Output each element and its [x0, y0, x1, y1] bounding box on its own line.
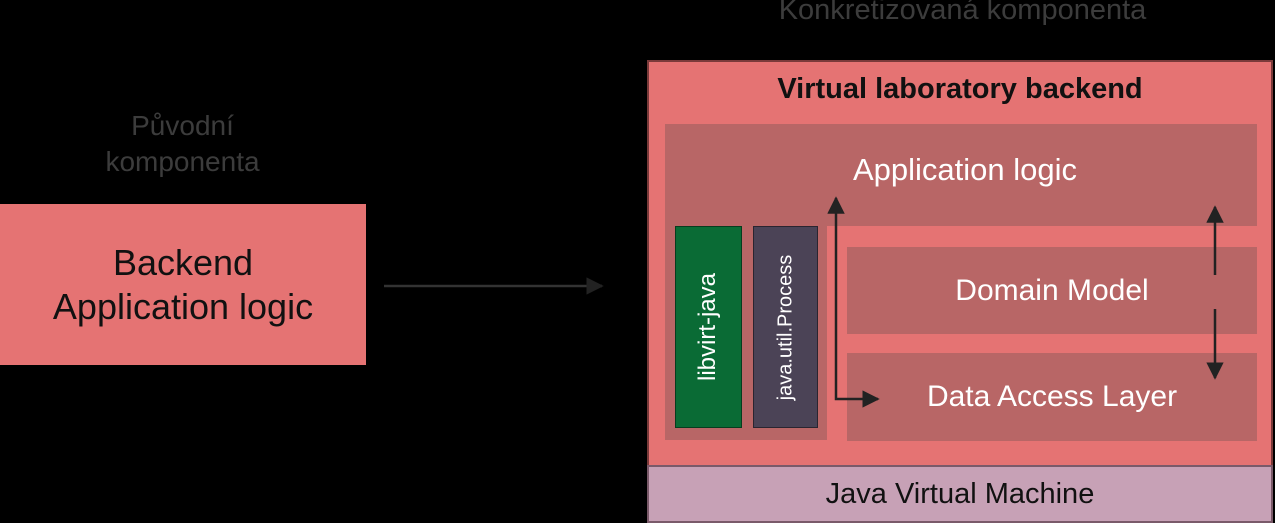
libvirt-java-block: libvirt-java — [675, 226, 742, 428]
java-util-process-block: java.util.Process — [753, 226, 818, 428]
data-access-layer-label: Data Access Layer — [926, 380, 1178, 413]
libvirt-java-label: libvirt-java — [694, 272, 722, 382]
domain-model-label: Domain Model — [955, 273, 1149, 307]
concrete-component-heading: Konkretizovaná komponenta — [778, 0, 1147, 26]
data-access-layer-box: Data Access Layer — [847, 353, 1257, 441]
application-logic-box — [665, 124, 1257, 226]
virtual-laboratory-backend-title: Virtual laboratory backend — [777, 73, 1143, 105]
application-logic-label: Application logic — [852, 152, 1078, 187]
original-backend-box: Backend Application logic — [0, 204, 366, 365]
original-component-caption: Původní komponenta — [70, 108, 295, 180]
original-caption-line1: Původní — [131, 110, 234, 141]
domain-model-box: Domain Model — [847, 247, 1257, 334]
java-virtual-machine-box: Java Virtual Machine — [647, 465, 1273, 523]
original-box-line2: Application logic — [52, 285, 314, 327]
original-box-line1: Backend — [112, 241, 254, 283]
java-virtual-machine-label: Java Virtual Machine — [825, 477, 1095, 510]
original-caption-line2: komponenta — [105, 146, 260, 177]
java-util-process-label: java.util.Process — [774, 254, 796, 400]
